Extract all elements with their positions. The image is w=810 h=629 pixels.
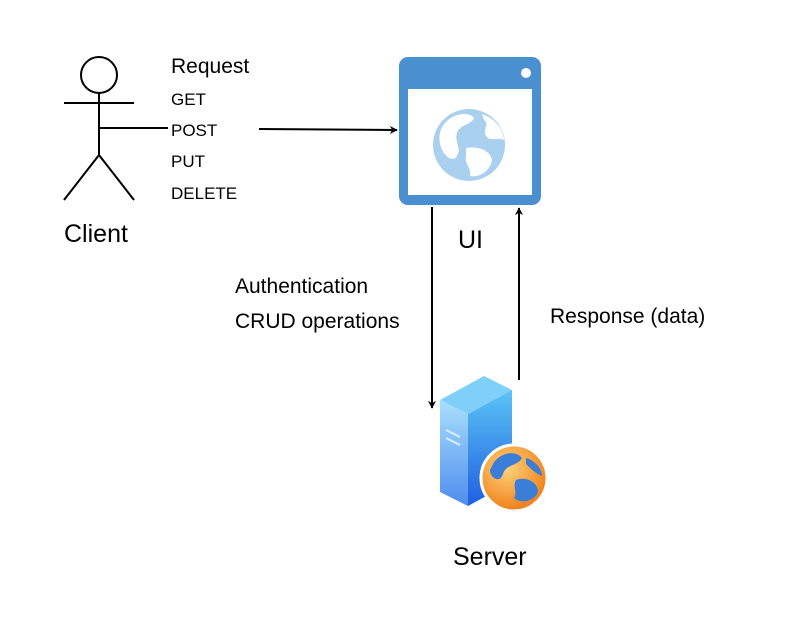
flow-response-label: Response (data) [550, 305, 706, 328]
client-label: Client [64, 220, 128, 248]
flow-authentication-label: Authentication [235, 275, 369, 298]
ui-label: UI [458, 226, 483, 254]
server-web-server-icon [440, 376, 549, 513]
flow-crud-operations-label: CRUD operations [235, 310, 400, 333]
request-method-put: PUT [171, 152, 205, 171]
request-method-post: POST [171, 121, 218, 140]
request-method-delete: DELETE [171, 184, 238, 203]
request-title: Request [171, 55, 250, 78]
ui-browser-globe-icon [399, 57, 541, 205]
request-method-get: GET [171, 90, 206, 109]
server-label: Server [453, 543, 527, 571]
request-arrow [258, 125, 398, 134]
client-stick-figure-icon [63, 56, 135, 201]
